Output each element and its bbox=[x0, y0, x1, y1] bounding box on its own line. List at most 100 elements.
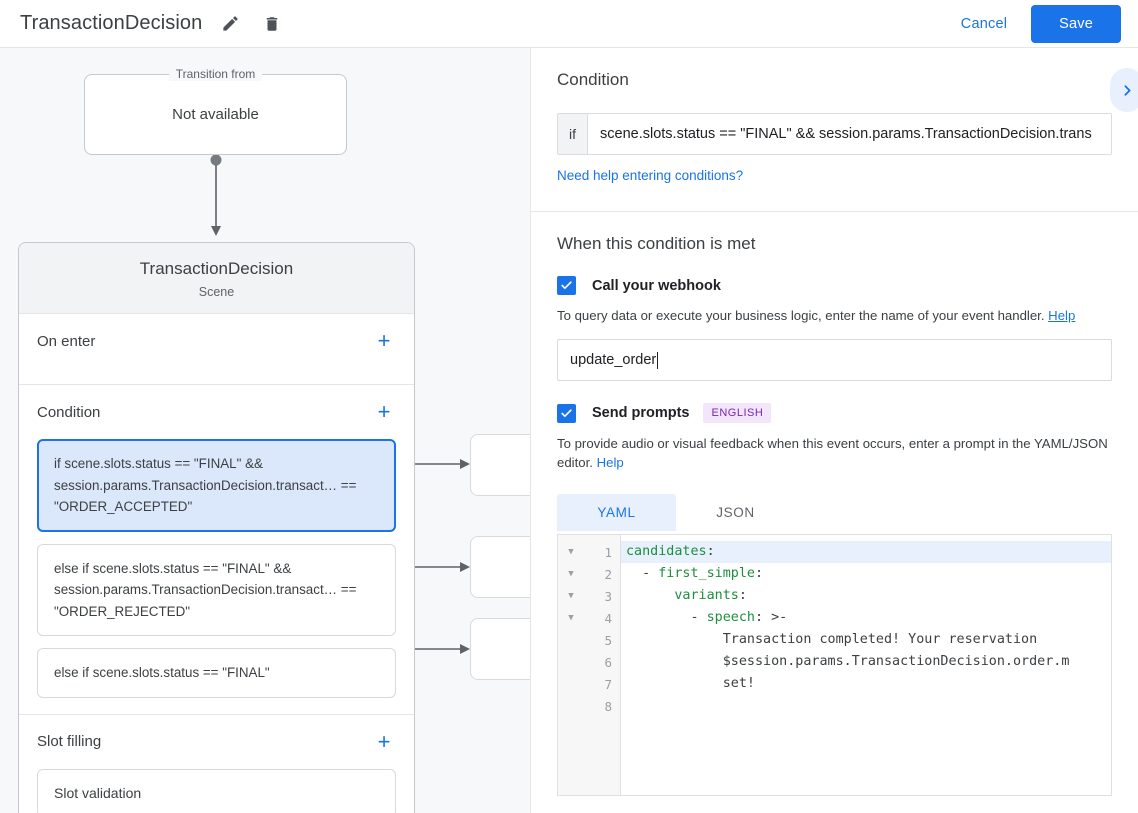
send-prompts-help-link[interactable]: Help bbox=[596, 455, 624, 470]
code-token: set! bbox=[626, 676, 755, 691]
code-line bbox=[621, 695, 1111, 717]
add-condition-button[interactable]: + bbox=[377, 399, 391, 424]
call-webhook-checkbox[interactable] bbox=[557, 276, 576, 295]
condition-field-row[interactable]: if scene.slots.status == "FINAL" && sess… bbox=[557, 113, 1112, 155]
editor-code-area[interactable]: candidates: - first_simple: variants: - … bbox=[621, 535, 1111, 795]
text-caret bbox=[657, 351, 659, 369]
code-token: Transaction completed! Your reservation bbox=[626, 632, 1038, 647]
save-button[interactable]: Save bbox=[1031, 4, 1121, 43]
transition-from-card[interactable]: Transition from Not available bbox=[84, 67, 347, 155]
code-token: : bbox=[738, 588, 747, 603]
transition-target-stub[interactable] bbox=[470, 618, 531, 680]
fold-arrow-icon[interactable]: ▼ bbox=[568, 591, 574, 601]
line-number: 2 bbox=[604, 566, 612, 582]
condition-section: Condition if scene.slots.status == "FINA… bbox=[531, 48, 1138, 212]
app-toolbar: TransactionDecision Cancel Save bbox=[0, 0, 1138, 48]
condition-list-item[interactable]: if scene.slots.status == "FINAL" && sess… bbox=[37, 439, 396, 532]
webhook-handler-value: update_order bbox=[570, 352, 657, 368]
code-token: variants bbox=[674, 588, 739, 603]
tab-json[interactable]: JSON bbox=[716, 505, 755, 520]
code-token: : bbox=[706, 544, 715, 559]
code-line: variants: bbox=[621, 585, 1111, 607]
code-token: speech bbox=[706, 610, 755, 625]
transition-target-stub[interactable] bbox=[470, 434, 531, 496]
line-number: 4 bbox=[604, 610, 612, 626]
code-line: - speech: >- bbox=[621, 607, 1111, 629]
code-token: - bbox=[626, 566, 659, 581]
call-webhook-row: Call your webhook bbox=[557, 276, 1112, 295]
call-webhook-helper-text: To query data or execute your business l… bbox=[557, 308, 1045, 323]
code-line: set! bbox=[621, 673, 1111, 695]
gutter-line: ▼4 bbox=[558, 607, 620, 629]
line-number: 1 bbox=[604, 544, 612, 560]
chevron-right-icon[interactable] bbox=[1110, 68, 1138, 112]
code-line: candidates: bbox=[621, 541, 1111, 563]
when-condition-met-section: When this condition is met Call your web… bbox=[531, 212, 1138, 796]
language-badge: ENGLISH bbox=[703, 403, 772, 423]
condition-list-item[interactable]: else if scene.slots.status == "FINAL" bbox=[37, 648, 396, 698]
send-prompts-helper-text: To provide audio or visual feedback when… bbox=[557, 436, 1108, 470]
condition-help-link[interactable]: Need help entering conditions? bbox=[557, 168, 744, 183]
tab-yaml[interactable]: YAML bbox=[557, 494, 676, 531]
add-slot-filling-button[interactable]: + bbox=[377, 728, 391, 754]
when-condition-met-heading: When this condition is met bbox=[557, 234, 756, 253]
condition-heading: Condition bbox=[557, 70, 629, 89]
code-token: candidates bbox=[626, 544, 707, 559]
transition-from-value: Not available bbox=[172, 106, 259, 123]
trash-icon[interactable] bbox=[258, 10, 286, 38]
gutter-line: 8 bbox=[558, 695, 620, 717]
condition-if-label: if bbox=[558, 114, 588, 154]
code-token: $session.params.TransactionDecision.orde… bbox=[626, 654, 1070, 669]
call-webhook-label: Call your webhook bbox=[592, 277, 721, 294]
call-webhook-help-link[interactable]: Help bbox=[1048, 308, 1076, 323]
toolbar-actions: Cancel Save bbox=[945, 4, 1138, 43]
transition-from-legend: Transition from bbox=[168, 67, 263, 81]
gutter-line: 6 bbox=[558, 651, 620, 673]
code-token: first_simple bbox=[658, 566, 755, 581]
fold-arrow-icon[interactable]: ▼ bbox=[568, 547, 574, 557]
gutter-line: 7 bbox=[558, 673, 620, 695]
transition-target-stub[interactable] bbox=[470, 536, 531, 598]
cancel-button[interactable]: Cancel bbox=[945, 7, 1023, 41]
pencil-icon[interactable] bbox=[216, 10, 244, 38]
line-number: 6 bbox=[604, 654, 612, 670]
gutter-line: ▼3 bbox=[558, 585, 620, 607]
condition-input[interactable]: scene.slots.status == "FINAL" && session… bbox=[588, 114, 1111, 154]
fold-arrow-icon[interactable]: ▼ bbox=[568, 613, 574, 623]
code-line: Transaction completed! Your reservation bbox=[621, 629, 1111, 651]
code-line: - first_simple: bbox=[621, 563, 1111, 585]
section-on-enter: On enter + bbox=[19, 314, 414, 385]
line-number: 3 bbox=[604, 588, 612, 604]
section-slot-filling: Slot filling + Slot validation bbox=[19, 715, 414, 813]
code-token: : bbox=[755, 566, 764, 581]
webhook-handler-input[interactable]: update_order bbox=[557, 339, 1112, 381]
call-webhook-helper: To query data or execute your business l… bbox=[557, 306, 1112, 325]
line-number: 7 bbox=[604, 676, 612, 692]
editor-format-tabs: YAML JSON bbox=[557, 494, 1112, 531]
page-title: TransactionDecision bbox=[20, 12, 203, 34]
send-prompts-label: Send prompts bbox=[592, 405, 690, 421]
gutter-line: ▼2 bbox=[558, 563, 620, 585]
section-title-on-enter: On enter bbox=[37, 332, 96, 350]
fold-arrow-icon[interactable]: ▼ bbox=[568, 569, 574, 579]
scene-card-header[interactable]: TransactionDecision Scene bbox=[19, 243, 414, 314]
send-prompts-row: Send prompts ENGLISH bbox=[557, 403, 1112, 423]
line-number: 8 bbox=[604, 698, 612, 714]
send-prompts-checkbox[interactable] bbox=[557, 403, 576, 423]
condition-list-item[interactable]: else if scene.slots.status == "FINAL" &&… bbox=[37, 543, 396, 636]
scene-graph-canvas[interactable]: Transition from Not available Transactio… bbox=[0, 48, 531, 813]
scene-kind: Scene bbox=[198, 285, 235, 299]
section-condition: Condition + if scene.slots.status == "FI… bbox=[19, 385, 414, 715]
gutter-line: 5 bbox=[558, 629, 620, 651]
slot-validation-item[interactable]: Slot validation bbox=[37, 768, 396, 813]
section-title-condition: Condition bbox=[37, 403, 101, 421]
code-line: $session.params.TransactionDecision.orde… bbox=[621, 651, 1111, 673]
code-token: : >- bbox=[755, 610, 788, 625]
details-panel: Condition if scene.slots.status == "FINA… bbox=[531, 48, 1138, 813]
graph-connector-arrow bbox=[210, 155, 222, 236]
scene-name: TransactionDecision bbox=[139, 259, 294, 278]
code-token bbox=[626, 588, 674, 603]
add-on-enter-button[interactable]: + bbox=[377, 328, 391, 353]
